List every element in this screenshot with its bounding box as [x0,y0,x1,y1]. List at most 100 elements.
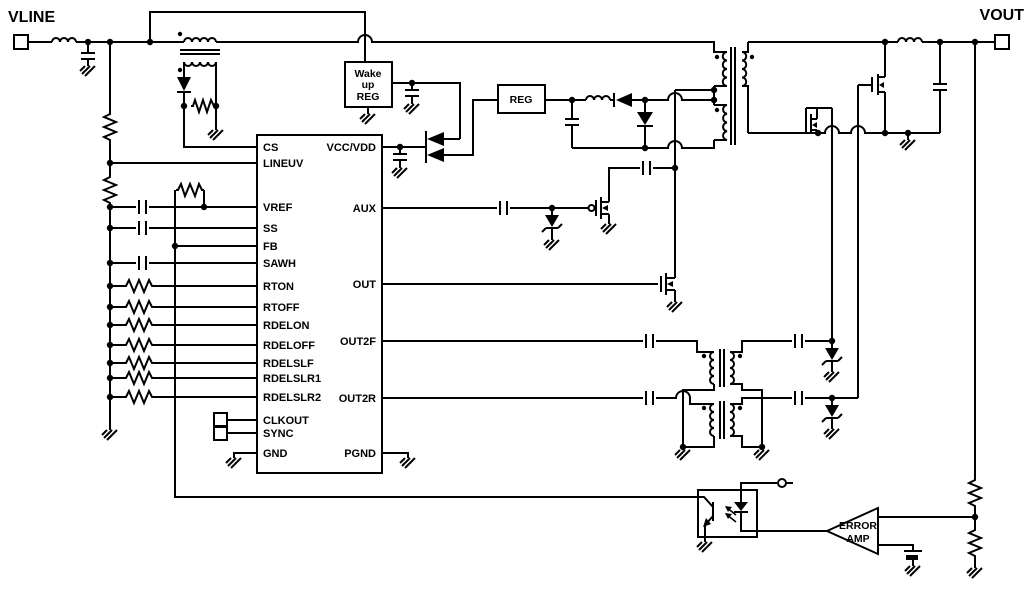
rdelon-resistor [110,316,257,334]
ground-icon [600,223,617,235]
out2f-wire [382,334,714,353]
core [719,401,725,439]
ground-icon [966,567,983,579]
reference-wire [878,544,914,551]
mosfet-arrow-icon [667,281,673,287]
primary-winding [709,351,715,385]
mosfet-icon [595,197,609,219]
ground-icon [696,541,713,553]
wakeup-cap [405,83,419,104]
secondary-winding [729,351,735,385]
rton-resistor [110,277,257,295]
light-arrowhead-icon [725,506,732,512]
rdelslr2-resistor [110,388,257,406]
ground-icon [79,65,96,77]
ground-icon [399,457,416,469]
divider-resistor-1 [101,42,119,142]
vcc-cap [393,147,407,168]
diode-icon [427,132,444,146]
light-arrowhead-icon [725,513,732,519]
pin-label-out2f: OUT2F [340,336,376,348]
aux-gnd-rail [572,140,715,149]
rectifier-diode-icon [616,93,632,107]
optocoupler [696,478,793,553]
ground-icon [674,449,691,461]
ss-cap [110,221,257,235]
ground-icon [225,457,242,469]
pin-label-vref: VREF [263,202,293,214]
error-amp: ERROR AMP [824,506,879,556]
wakeup-output-wire [392,82,461,139]
ground-icon [359,113,376,125]
pin-label-fb: FB [263,241,278,253]
vcc-oring-diodes [382,99,498,179]
input-filter-cap [81,42,95,66]
out2r-wire [382,390,714,405]
core [730,47,736,145]
fb-vref-resistor [176,181,205,207]
pin-label-sync: SYNC [263,428,294,440]
sawh-cap [110,256,257,270]
zener-icon [545,215,559,227]
ground-icon [823,428,840,440]
aux-lc-rectifier [545,92,718,152]
error-amp-body [824,506,879,556]
zener-icon [825,405,839,417]
ground-icon [543,239,560,251]
mosfet-icon [660,273,675,295]
divider-resistor-bottom [966,528,984,558]
gnd-wire [233,452,257,458]
reg-cap [565,100,579,148]
freewheel-sync-mosfet-icon [805,107,832,134]
secondary-winding [183,61,217,67]
error-amp-label-2: AMP [846,533,869,545]
ground-icon [403,103,420,115]
ground-icon [391,167,408,179]
pin-label-vccvdd: VCC/VDD [326,142,376,154]
ground-icon [666,301,683,313]
reg-label: REG [510,94,533,106]
pin-label-rdelslr1: RDELSLR1 [263,373,321,385]
pin-label-pgnd: PGND [344,448,376,460]
divider-resistor-2 [101,175,119,205]
led-triangle-icon [734,502,748,511]
main-switch-mosfet [382,273,683,313]
pin-label-clkout: CLKOUT [263,415,309,427]
clkout-terminal [213,412,228,427]
bias-wire [740,482,793,490]
ground-icon [101,429,118,441]
pin-label-rton: RTON [263,281,294,293]
vline-label: VLINE [8,9,55,26]
ground-icon [823,371,840,383]
diode-icon [177,77,191,91]
gate-bubble-icon [587,204,596,212]
startup-sense-transformer [177,31,257,148]
pin-label-out: OUT [353,279,377,291]
secondary-winding [741,51,748,87]
output-cap [933,42,947,133]
pin-label-aux: AUX [353,203,377,215]
ground-icon [899,139,916,151]
bias-terminal-icon [777,478,787,488]
pin-label-rdelslr2: RDELSLR2 [263,392,321,404]
line-sense-divider [101,42,119,441]
primary-winding-2 [722,104,728,141]
pin-label-lineuv: LINEUV [263,158,304,170]
input-inductor [51,37,77,43]
secondary-gnd-rail [748,125,940,134]
primary-winding-1 [721,51,728,87]
vout-terminal [994,34,1010,50]
sync-terminal [213,426,228,441]
pin-label-rdelon: RDELON [263,320,310,332]
fb-feedback-wire [174,190,698,498]
wakeup-reg-label-3: REG [357,91,380,103]
zener-icon [825,348,839,360]
primary-winding [183,37,217,43]
core [180,49,220,55]
rdelslf-resistor [110,354,257,372]
feedback-section: ERROR AMP [696,42,984,579]
mosfet-arrow-icon [602,205,608,211]
aux-clamp-mosfet [382,161,679,251]
